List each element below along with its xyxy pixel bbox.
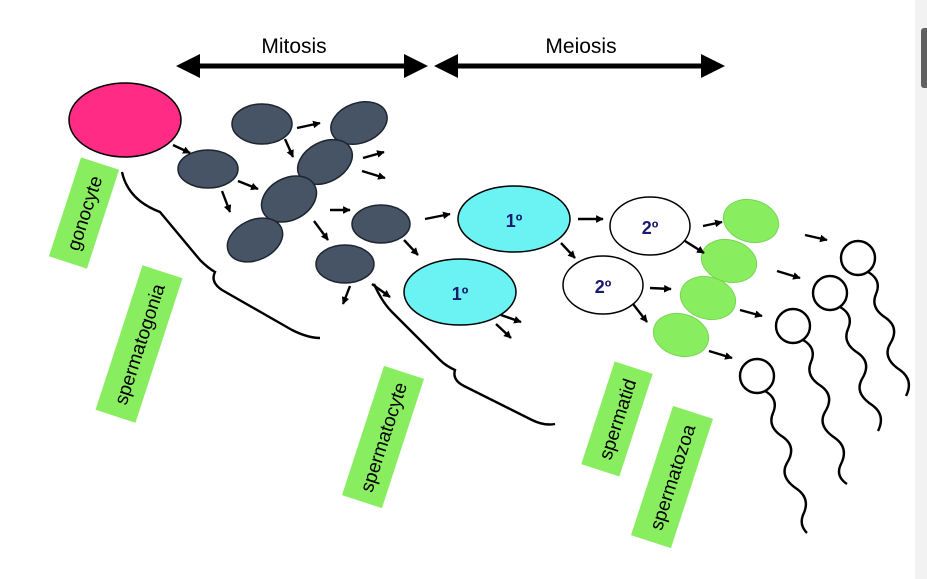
spermatocyte-bracket <box>372 283 556 426</box>
arrow <box>804 233 828 243</box>
secondary-spermatocyte-marker: 2º <box>595 277 612 297</box>
spermatogonia-cell <box>260 175 318 223</box>
progression-arrows <box>172 120 828 360</box>
spermatocyte-label-box: spermatocyte <box>342 365 424 509</box>
gonocyte-label-box: gonocyte <box>48 157 120 269</box>
scrollbar-thumb[interactable] <box>921 28 927 88</box>
arrow <box>739 308 763 318</box>
spermatogonia-label-box: spermatogonia <box>95 265 183 423</box>
arrow <box>283 138 295 158</box>
spermatid-cells <box>652 198 780 358</box>
spermatozoon <box>738 357 808 534</box>
arrow <box>237 179 259 191</box>
spermatogonia-cell <box>351 204 411 244</box>
spermatogonia-cell <box>177 149 239 189</box>
spermatozoon <box>774 307 848 485</box>
primary-spermatocyte-marker: 1º <box>452 284 469 304</box>
arrow <box>362 150 385 160</box>
arrow <box>361 169 386 180</box>
arrow <box>708 349 733 360</box>
arrow <box>649 284 672 293</box>
arrow <box>341 285 352 305</box>
spermatogonia-cell <box>226 217 284 263</box>
spermatogonia-cells <box>177 100 411 284</box>
arrow <box>684 239 705 255</box>
spermatogonia-cell <box>330 100 388 146</box>
spermatozoon <box>811 274 883 432</box>
arrow <box>776 269 801 280</box>
arrow <box>296 120 321 130</box>
mitosis-double-arrow <box>176 54 428 78</box>
spermatogonia-bracket <box>120 171 321 340</box>
right-scrollbar[interactable] <box>915 0 927 579</box>
spermatozoa-group <box>738 239 911 534</box>
spermatid-cell <box>679 275 737 321</box>
primary-spermatocyte-cell <box>403 258 517 326</box>
secondary-spermatocyte-cell <box>562 255 644 315</box>
gonocyte-cell <box>68 82 182 158</box>
spermatogonia-cell <box>315 244 375 284</box>
spermatid-cell <box>722 198 780 244</box>
arrow <box>495 323 512 339</box>
secondary-spermatocyte-cell <box>609 196 691 256</box>
arrow <box>702 219 723 228</box>
primary-spermatocyte-cell <box>457 185 571 253</box>
primary-spermatocyte-marker: 1º <box>506 211 523 231</box>
arrow <box>220 190 232 213</box>
arrow <box>172 143 191 155</box>
spermatid-label-box: spermatid <box>581 361 653 477</box>
meiosis-double-arrow <box>434 54 725 78</box>
arrow <box>424 211 451 221</box>
arrow <box>500 313 522 324</box>
spermatid-cell <box>700 238 758 284</box>
spermatozoa-label-box: spermatozoa <box>631 405 713 549</box>
secondary-spermatocyte-marker: 2º <box>642 218 659 238</box>
arrow <box>632 303 648 323</box>
arrow <box>403 239 419 256</box>
arrow <box>560 242 576 259</box>
mitosis-label: Mitosis <box>261 35 326 58</box>
arrow <box>313 220 329 241</box>
spermatozoon <box>839 239 911 397</box>
spermatogonia-cell <box>231 103 293 145</box>
spermatid-cell <box>652 312 710 358</box>
meiosis-label: Meiosis <box>545 35 616 58</box>
